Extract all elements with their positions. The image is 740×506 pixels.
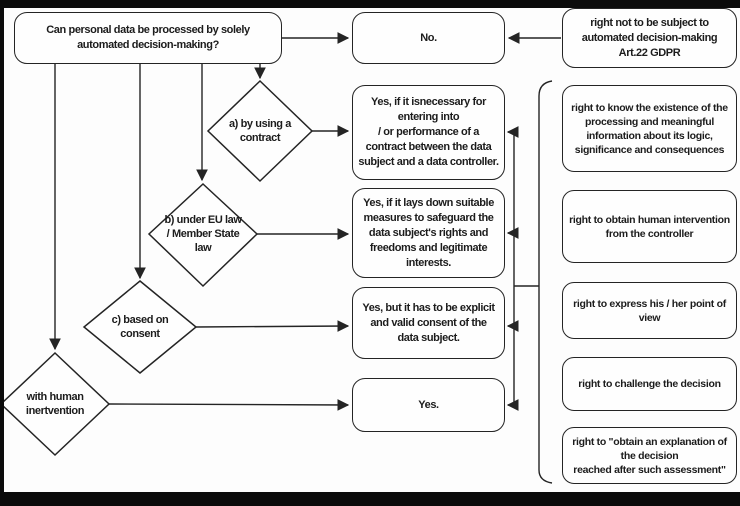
node-right-human-intervention: right to obtain human intervention from … bbox=[562, 190, 737, 263]
node-no: No. bbox=[352, 12, 505, 64]
label-cond-b: b) under EU law / Member State law bbox=[164, 214, 242, 254]
node-yes-d: Yes. bbox=[352, 378, 505, 432]
node-right-challenge: right to challenge the decision bbox=[562, 357, 737, 411]
diamond-cond-b bbox=[147, 182, 259, 288]
label-cond-a: a) by using a contract bbox=[228, 118, 292, 144]
node-yes-a: Yes, if it isnecessary for entering into… bbox=[352, 85, 505, 180]
node-art22-right: right not to be subject to automated dec… bbox=[562, 8, 737, 68]
node-yes-c: Yes, but it has to be explicit and valid… bbox=[352, 287, 505, 359]
diamond-cond-a bbox=[206, 79, 314, 183]
edge-cond-d-to-yes-d bbox=[108, 399, 350, 411]
node-question: Can personal data be processed by solely… bbox=[14, 12, 282, 64]
letterbox-top bbox=[0, 0, 740, 8]
letterbox-left bbox=[0, 0, 4, 506]
rights-group-brace bbox=[538, 80, 553, 484]
diamond-cond-c bbox=[82, 280, 198, 374]
letterbox-bottom bbox=[0, 492, 740, 506]
node-yes-b: Yes, if it lays down suitable measures t… bbox=[352, 188, 505, 278]
node-right-express-view: right to express his / her point of view bbox=[562, 282, 737, 339]
diamond-cond-d bbox=[0, 351, 111, 457]
edge-cond-c-to-yes-c bbox=[195, 320, 350, 333]
label-cond-d: with human inertvention bbox=[25, 391, 85, 417]
node-right-explanation: right to "obtain an explanation of the d… bbox=[562, 427, 737, 484]
label-cond-c: c) based on consent bbox=[111, 314, 169, 340]
node-right-know-existence: right to know the existence of the proce… bbox=[562, 85, 737, 172]
